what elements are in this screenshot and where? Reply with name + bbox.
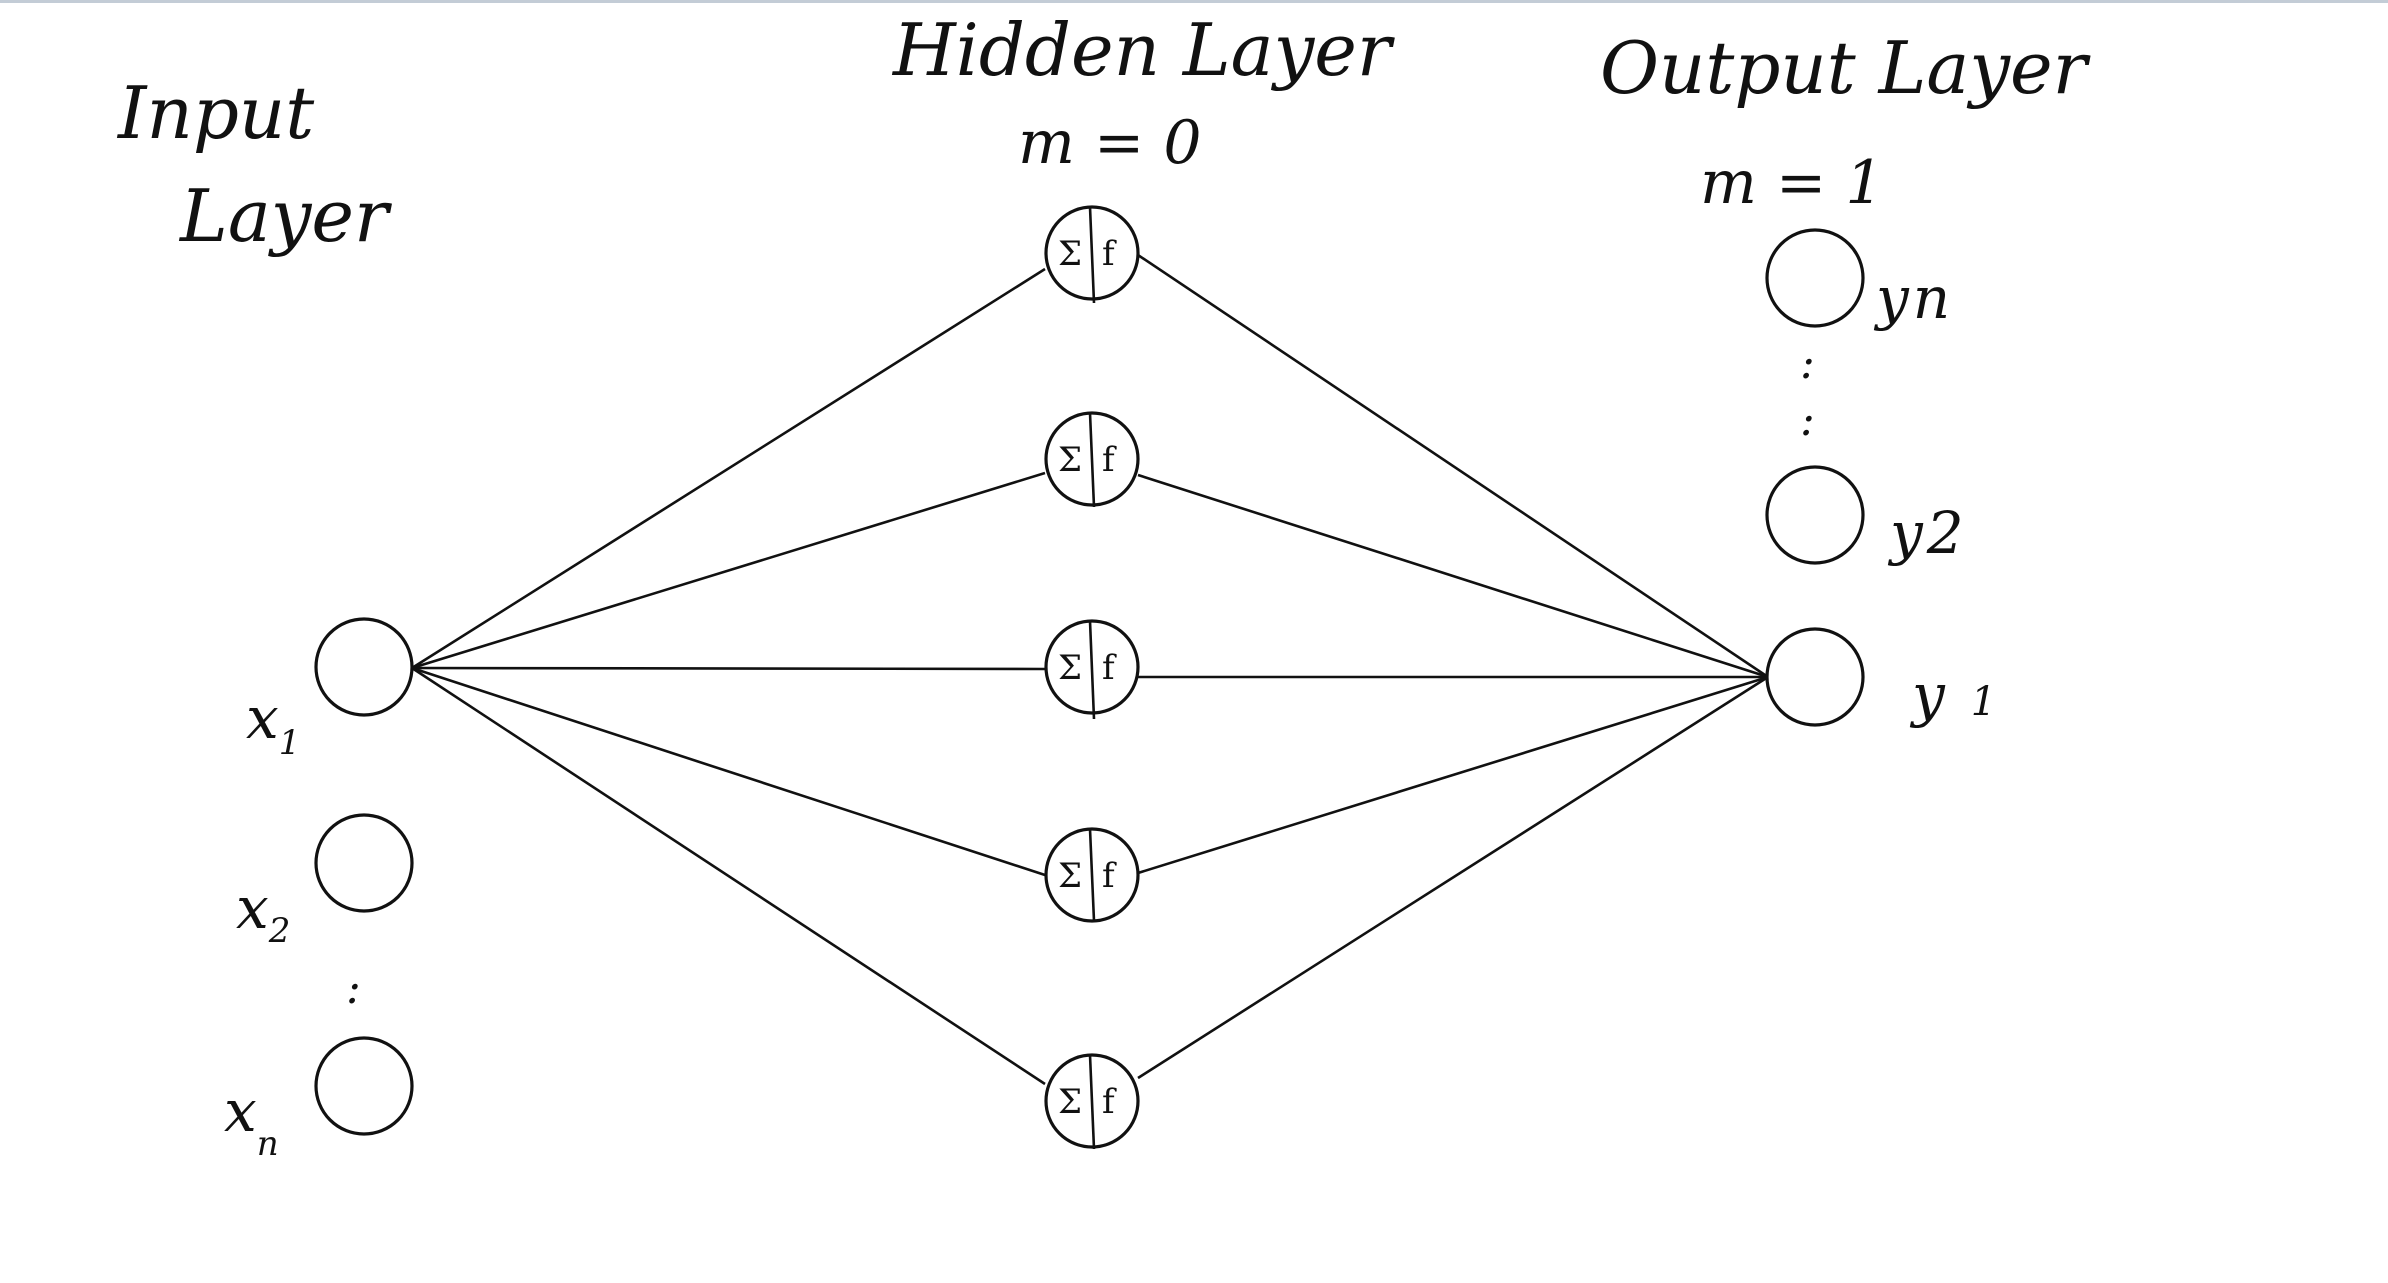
input-node-x1 [314, 617, 414, 717]
edges-input-to-hidden [411, 267, 1046, 1086]
activation-symbol: f [1102, 1082, 1117, 1122]
neural-network-diagram: Input Layer x1 x2 xn : Hidden Layer m = … [116, 8, 2091, 1164]
edge-h5-y1 [1137, 675, 1769, 1080]
output-layer-subtitle: m = 1 [1700, 148, 1884, 218]
activation-symbol: f [1102, 234, 1117, 274]
edge-h2-y1 [1137, 473, 1769, 679]
input-ellipsis: : [346, 963, 361, 1014]
input-label-x1: x1 [246, 684, 300, 763]
activation-symbol: f [1102, 648, 1117, 688]
activation-symbol: f [1102, 440, 1117, 480]
edge-x1-h4 [411, 666, 1046, 877]
hidden-layer: Hidden Layer m = 0 Σ f Σ f Σ f Σ f [891, 8, 1395, 1150]
hidden-layer-subtitle: m = 0 [1018, 108, 1202, 178]
edge-h4-y1 [1137, 675, 1769, 875]
sum-symbol: Σ [1058, 648, 1082, 688]
output-ellipsis-top: : [1800, 338, 1815, 389]
hidden-neuron-1: Σ f [1044, 205, 1140, 304]
edge-x1-h1 [411, 267, 1046, 670]
input-layer-title-line2: Layer [178, 174, 392, 258]
input-node-xn [314, 1036, 414, 1136]
hidden-neuron-4: Σ f [1044, 827, 1140, 923]
hidden-neuron-5: Σ f [1044, 1053, 1140, 1150]
input-layer: Input Layer x1 x2 xn : [116, 71, 414, 1164]
neuron-divider [1088, 412, 1096, 508]
hidden-neuron-3: Σ f [1044, 619, 1140, 720]
edges-hidden-to-output [1137, 253, 1769, 1080]
sum-symbol: Σ [1058, 440, 1082, 480]
input-label-x2: x2 [236, 874, 290, 951]
neuron-divider [1088, 1054, 1096, 1150]
sum-symbol: Σ [1058, 856, 1082, 896]
activation-symbol: f [1102, 856, 1117, 896]
hidden-neuron-2: Σ f [1044, 411, 1140, 508]
output-label-yn: yn [1873, 264, 1950, 332]
edge-x1-h5 [411, 666, 1046, 1086]
neuron-divider [1088, 620, 1096, 720]
neuron-divider [1088, 206, 1096, 304]
neuron-divider [1088, 828, 1096, 922]
output-node-yn [1765, 228, 1865, 328]
output-ellipsis-bottom: : [1800, 395, 1815, 446]
output-node-y2 [1765, 465, 1865, 565]
output-layer-title: Output Layer [1600, 26, 2091, 110]
edge-h1-y1 [1137, 253, 1769, 679]
sum-symbol: Σ [1058, 1082, 1082, 1122]
input-label-xn: xn [224, 1077, 279, 1164]
edge-x1-h2 [411, 471, 1046, 670]
edge-x1-h3 [411, 666, 1046, 671]
sum-symbol: Σ [1058, 234, 1082, 274]
output-node-y1 [1765, 627, 1865, 727]
hidden-layer-title: Hidden Layer [891, 8, 1395, 92]
input-node-x2 [314, 813, 414, 913]
output-label-y2: y2 [1887, 499, 1964, 567]
input-layer-title-line1: Input [116, 71, 315, 155]
